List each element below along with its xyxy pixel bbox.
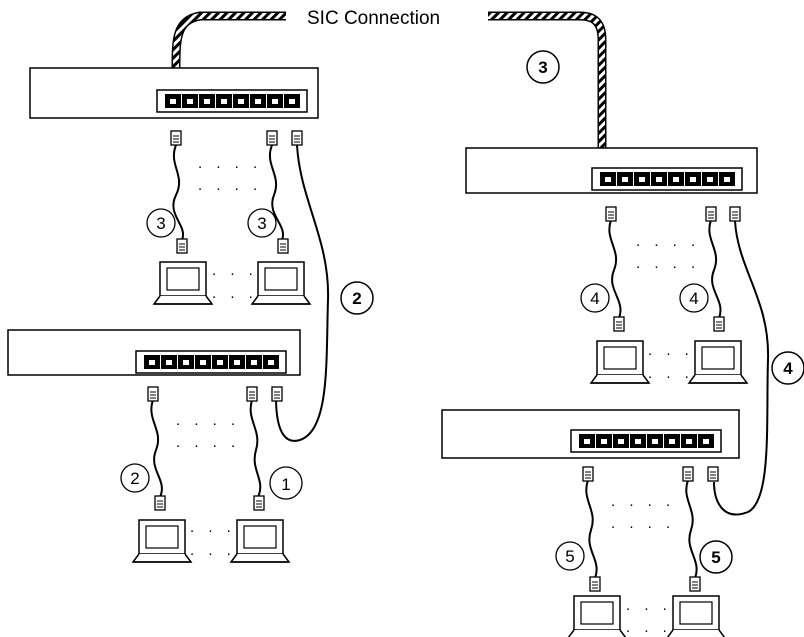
switch-b [7, 329, 301, 376]
label-stack-2: 2 [340, 281, 374, 315]
svg-text:4: 4 [783, 359, 793, 378]
laptop-icon [590, 340, 650, 384]
svg-text:4: 4 [689, 289, 698, 308]
sic-cable [171, 11, 607, 148]
label-pc-b1: 2 [120, 463, 150, 493]
label-pc-c2: 4 [679, 283, 709, 313]
plug-icon [605, 206, 617, 222]
plug-icon [277, 238, 289, 254]
ellipsis-c3: . . . [648, 342, 694, 359]
ellipsis-d4: . . . [626, 619, 672, 636]
plug-icon [147, 386, 159, 402]
ellipsis-a2: . . . . [198, 177, 262, 194]
plug-icon [154, 495, 166, 511]
laptop-icon [688, 340, 748, 384]
plug-icon [170, 130, 182, 146]
plug-icon [689, 576, 701, 592]
svg-text:2: 2 [352, 289, 361, 308]
ellipsis-d2: . . . . [611, 515, 675, 532]
ellipsis-d1: . . . . [611, 493, 675, 510]
label-sic-link: 3 [526, 50, 560, 84]
label-pc-d2: 5 [699, 540, 733, 574]
pc-cables-b [150, 399, 262, 498]
plug-icon [729, 206, 741, 222]
ellipsis-c4: . . . [648, 365, 694, 382]
svg-text:3: 3 [257, 214, 266, 233]
plug-icon [589, 576, 601, 592]
ellipsis-b1: . . . . [176, 412, 240, 429]
ellipsis-d3: . . . [626, 597, 672, 614]
switch-a [29, 67, 319, 119]
plug-icon [266, 130, 278, 146]
pc-cables-c [608, 219, 722, 319]
plug-icon [613, 316, 625, 332]
ellipsis-a4: . . . [212, 285, 258, 302]
stack-cable-4 [713, 220, 770, 516]
switch-c [465, 147, 758, 194]
svg-text:2: 2 [130, 469, 139, 488]
laptop-icon [567, 595, 627, 637]
ellipsis-c1: . . . . [636, 233, 700, 250]
plug-icon [682, 466, 694, 482]
plug-icon [705, 206, 717, 222]
svg-text:5: 5 [711, 548, 720, 567]
laptop-icon [251, 261, 311, 305]
label-pc-c1: 4 [580, 283, 610, 313]
plug-icon [246, 386, 258, 402]
sic-connection-label: SIC Connection [307, 8, 440, 29]
plug-icon [271, 386, 283, 402]
svg-text:5: 5 [565, 547, 574, 566]
ellipsis-b4: . . . [190, 542, 236, 559]
ellipsis-c2: . . . . [636, 255, 700, 272]
svg-text:4: 4 [590, 289, 599, 308]
svg-text:3: 3 [538, 58, 547, 77]
plug-icon [582, 466, 594, 482]
label-pc-a1: 3 [146, 208, 176, 238]
ellipsis-b3: . . . [190, 519, 236, 536]
svg-text:3: 3 [156, 214, 165, 233]
plug-icon [713, 316, 725, 332]
laptop-icon [666, 595, 726, 637]
switch-d [441, 409, 740, 459]
plug-icon [176, 238, 188, 254]
laptop-icon [132, 519, 192, 563]
ellipsis-a1: . . . . [198, 155, 262, 172]
label-pc-d1: 5 [555, 541, 585, 571]
stack-cable-2 [275, 144, 330, 442]
pc-cables-a [172, 144, 285, 241]
pc-cables-d [585, 479, 698, 579]
ellipsis-b2: . . . . [176, 434, 240, 451]
laptop-icon [230, 519, 290, 563]
plug-icon [707, 466, 719, 482]
plug-icon [291, 130, 303, 146]
ellipsis-a3: . . . [212, 262, 258, 279]
svg-text:1: 1 [281, 475, 290, 494]
plug-icon [253, 495, 265, 511]
label-stack-4: 4 [771, 351, 804, 385]
label-pc-a2: 3 [247, 208, 277, 238]
label-pc-b2: 1 [269, 466, 303, 500]
laptop-icon [153, 261, 213, 305]
